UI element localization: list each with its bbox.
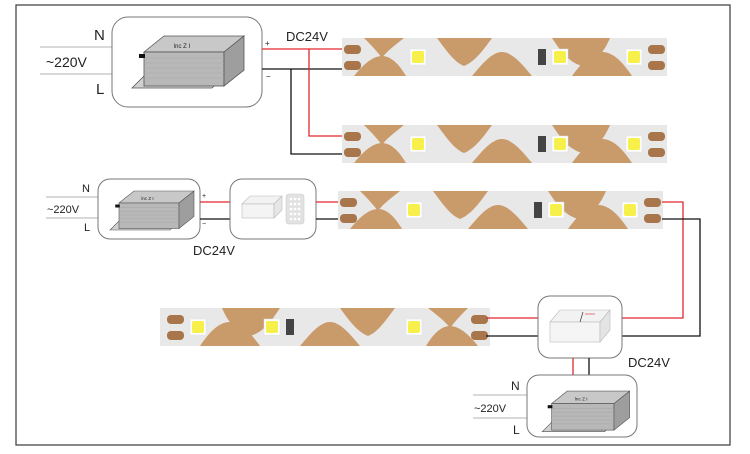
- led-strip: [341, 37, 668, 77]
- minus-label: −: [266, 72, 271, 81]
- dc-voltage-label: DC24V: [628, 355, 670, 370]
- negative-wire-branch: [290, 69, 350, 155]
- led-strip: [341, 124, 668, 164]
- n-label: N: [511, 379, 520, 393]
- ac-voltage-label: ~220V: [47, 204, 80, 216]
- l-label: L: [84, 222, 90, 234]
- remote-icon: [285, 193, 305, 225]
- positive-wire-to-amplifier: [622, 201, 684, 319]
- negative-wire-to-amplifier: [622, 218, 701, 337]
- amplifier-icon: [549, 309, 611, 343]
- led-strip: [337, 190, 664, 230]
- n-label: N: [82, 183, 90, 195]
- ac-voltage-label: ~220V: [474, 403, 507, 415]
- l-label: L: [513, 423, 520, 437]
- dc-voltage-label: DC24V: [286, 29, 328, 44]
- ac-voltage-label: ~220V: [46, 54, 88, 70]
- outer-frame: [15, 4, 731, 446]
- led-strip: [164, 307, 491, 347]
- minus-label: −: [202, 221, 206, 228]
- dc-voltage-label: DC24V: [193, 243, 235, 258]
- plus-label: +: [265, 39, 270, 48]
- section-with-controller: N ~220V L + − DC24V: [46, 178, 701, 337]
- n-label: N: [94, 27, 105, 44]
- controller-icon: [241, 195, 283, 219]
- positive-wire-branch: [308, 49, 350, 137]
- l-label: L: [96, 81, 104, 98]
- plus-label: +: [202, 193, 206, 200]
- section-double-end-feed: DC24V N ~220V L: [160, 295, 670, 438]
- section-parallel-two-strips: N ~220V L + − DC24V: [40, 16, 668, 164]
